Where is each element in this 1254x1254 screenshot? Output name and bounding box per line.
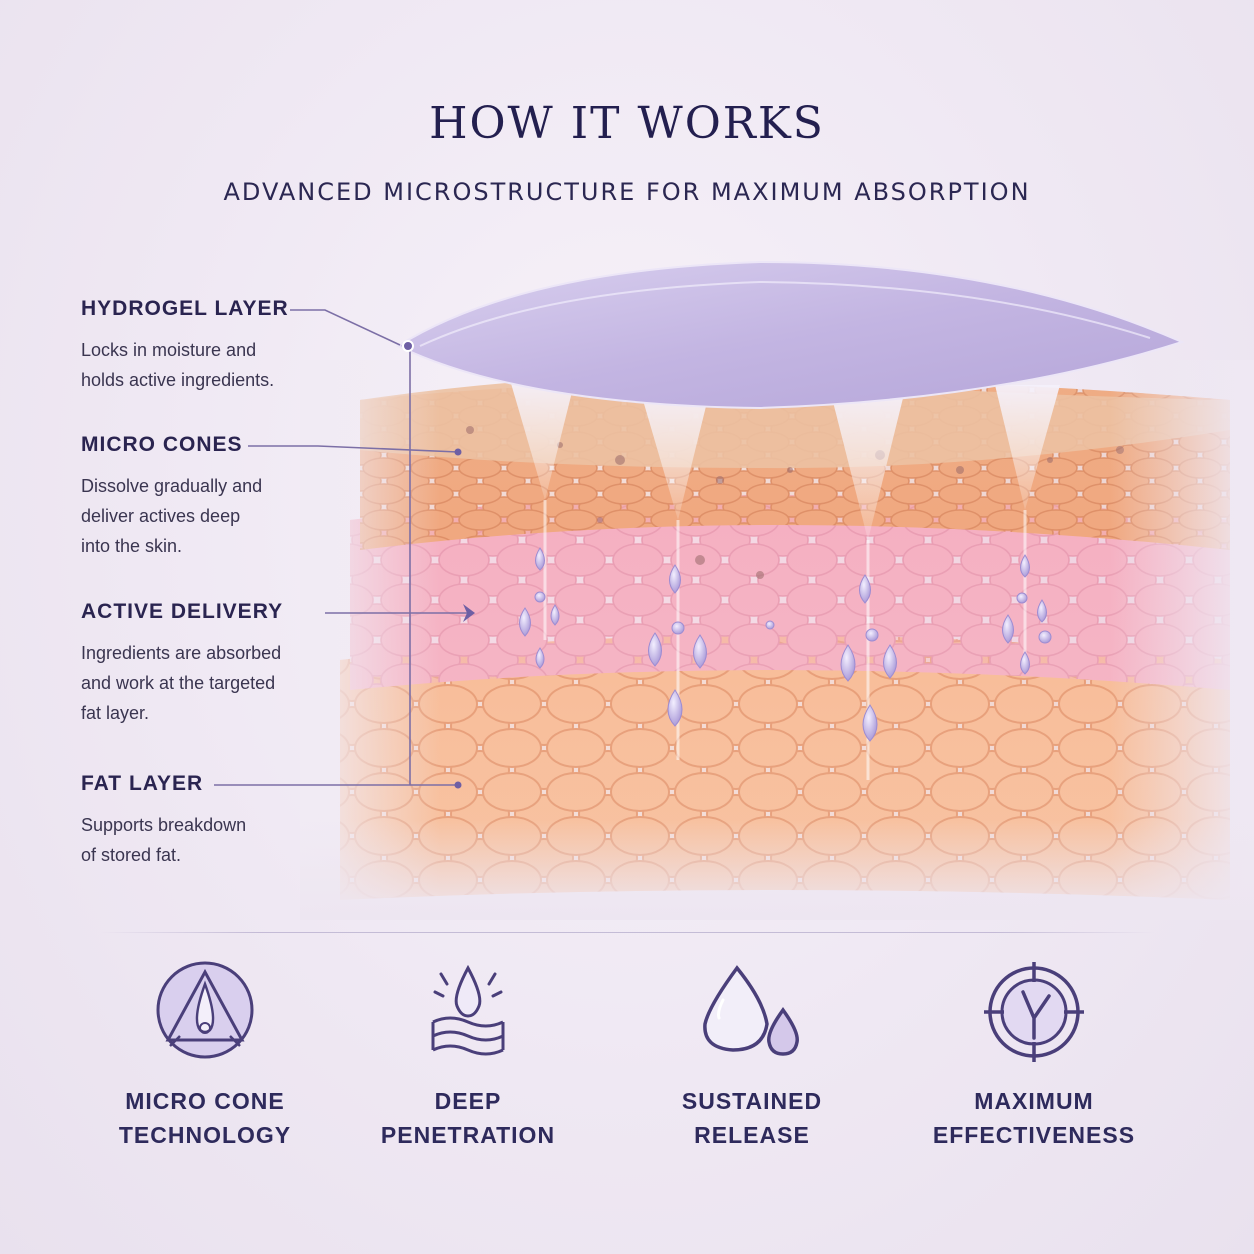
label-active-delivery: ACTIVE DELIVERY Ingredients are absorbed… [81, 600, 361, 728]
droplet-layers-icon [431, 964, 505, 1056]
active-delivery-marker [463, 604, 475, 622]
feature-title-line1: MAXIMUM [974, 1088, 1094, 1114]
feature-sustained-release: SUSTAINED RELEASE [622, 960, 882, 1152]
target-crosshair-icon [984, 962, 1084, 1062]
feature-micro-cone-technology: MICRO CONE TECHNOLOGY [75, 960, 335, 1152]
label-text: Dissolve gradually and deliver actives d… [81, 476, 263, 556]
leader-lines [214, 309, 468, 786]
label-text: Locks in moisture and holds active ingre… [81, 340, 275, 390]
label-heading: FAT LAYER [81, 772, 204, 795]
hydrogel-sheet [395, 260, 1185, 410]
feature-title-line2: RELEASE [694, 1122, 810, 1148]
micro-cones [510, 380, 1060, 780]
label-hydrogel-layer: HYDROGEL LAYER Locks in moisture and hol… [81, 297, 361, 395]
feature-title-line1: SUSTAINED [681, 1088, 823, 1114]
feature-deep-penetration: DEEP PENETRATION [338, 960, 598, 1152]
label-micro-cones: MICRO CONES Dissolve gradually and deliv… [81, 433, 361, 561]
feature-title-line1: DEEP [434, 1088, 502, 1114]
feature-maximum-effectiveness: MAXIMUM EFFECTIVENESS [904, 960, 1164, 1152]
feature-title-line2: TECHNOLOGY [118, 1122, 292, 1148]
label-heading: ACTIVE DELIVERY [81, 600, 284, 623]
feature-title-line2: PENETRATION [380, 1122, 556, 1148]
fat-layer-marker [454, 781, 462, 789]
feature-title-line1: MICRO CONE [125, 1088, 285, 1114]
feature-title-line2: EFFECTIVENESS [932, 1122, 1136, 1148]
page-title: HOW IT WORKS [429, 98, 825, 149]
micro-cone-icon [156, 961, 254, 1059]
label-heading: HYDROGEL LAYER [81, 297, 289, 320]
hydrogel-marker [402, 340, 414, 352]
label-fat-layer: FAT LAYER Supports breakdown of stored f… [81, 772, 361, 870]
section-divider [100, 932, 1154, 933]
micro-cones-marker [454, 448, 462, 456]
sustained-drops-icon [703, 965, 799, 1056]
page-subtitle: ADVANCED MICROSTRUCTURE FOR MAXIMUM ABSO… [223, 178, 1031, 206]
active-droplets [519, 547, 1052, 742]
label-text: Ingredients are absorbed and work at the… [81, 643, 282, 723]
label-heading: MICRO CONES [81, 433, 243, 456]
label-text: Supports breakdown of stored fat. [81, 815, 247, 865]
